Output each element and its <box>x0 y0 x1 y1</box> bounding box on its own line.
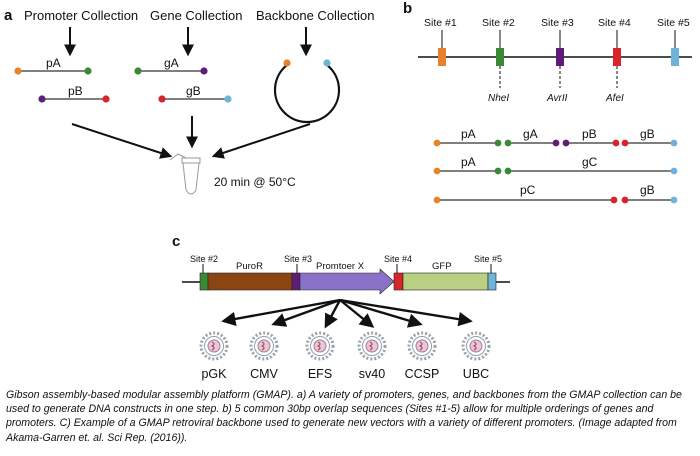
part-pa-label: pA <box>46 56 61 70</box>
assembly-part-label: pA <box>461 127 476 141</box>
figure-caption: Gibson assembly-based modular assembly p… <box>6 389 682 444</box>
site-4-box <box>393 272 404 291</box>
site-5-box <box>671 48 679 66</box>
panel-c: c Site #2 Site #3 Site #4 Site #5 PuroR … <box>172 233 510 381</box>
site-1-box <box>438 48 446 66</box>
site-3-label: Site #3 <box>541 17 574 29</box>
promoter-ccsp-label: CCSP <box>405 367 440 381</box>
virus-icon <box>407 331 437 361</box>
enzyme-afei-label: AfeI <box>605 93 624 104</box>
promoter-efs-label: EFS <box>308 367 332 381</box>
pcr-tube-icon <box>169 153 201 195</box>
fan-out-arrows <box>221 298 473 329</box>
site-5-label: Site #5 <box>657 17 690 29</box>
panel-b: b Site #1 Site #2 Site #3 Site #4 Site #… <box>403 0 692 204</box>
site-3-dot <box>200 67 208 75</box>
site-5-dot <box>224 95 232 103</box>
virus-icon <box>461 331 491 361</box>
promoter-sv40-label: sv40 <box>359 367 385 381</box>
virus-icon <box>357 331 387 361</box>
assembly-row: pA gA pB gB <box>433 127 678 147</box>
enzyme-avrii-label: AvrII <box>546 93 568 104</box>
site-4-dot <box>158 95 166 103</box>
backbone-collection-label: Backbone Collection <box>256 8 375 23</box>
part-gb-label: gB <box>186 84 201 98</box>
puror-segment <box>207 272 293 291</box>
site-3-box <box>556 48 564 66</box>
gfp-label: GFP <box>432 261 452 272</box>
puror-label: PuroR <box>236 261 263 272</box>
arrow-icon <box>211 123 311 159</box>
assembly-part-label: gB <box>640 183 655 197</box>
site-2-label: Site #2 <box>482 17 515 29</box>
promoter-cmv-label: CMV <box>250 367 278 381</box>
virus-icon <box>199 331 229 361</box>
assembly-part-label: pC <box>520 183 536 197</box>
assembly-part-label: pA <box>461 155 476 169</box>
assembly-part-label: gB <box>640 127 655 141</box>
site-1-dot <box>283 59 291 67</box>
site-4-label: Site #4 <box>384 254 412 264</box>
site-3-label: Site #3 <box>284 254 312 264</box>
gene-collection-label: Gene Collection <box>150 8 243 23</box>
site-2-label: Site #2 <box>190 254 218 264</box>
promoter-x-label: Promtoer X <box>316 261 365 272</box>
backbone-plasmid-icon <box>273 64 341 124</box>
site-5-box <box>487 272 497 291</box>
part-pb-label: pB <box>68 84 83 98</box>
site-5-dot <box>323 59 331 67</box>
promoter-pgk-label: pGK <box>201 367 227 381</box>
assembly-part-label: pB <box>582 127 597 141</box>
virus-icon <box>249 331 279 361</box>
site-1-label: Site #1 <box>424 17 457 29</box>
panel-a-letter: a <box>4 7 13 24</box>
site-5-label: Site #5 <box>474 254 502 264</box>
site-4-label: Site #4 <box>598 17 631 29</box>
site-2-box <box>496 48 504 66</box>
site-4-dot <box>102 95 110 103</box>
site-3-dot <box>38 95 46 103</box>
assembly-row: pA gC <box>433 155 678 175</box>
reaction-condition-label: 20 min @ 50°C <box>214 175 296 189</box>
virus-icon <box>305 331 335 361</box>
panel-b-letter: b <box>403 0 412 17</box>
promoter-ubc-label: UBC <box>463 367 489 381</box>
site-2-dot <box>84 67 92 75</box>
site-3-box <box>291 272 301 291</box>
arrow-icon <box>71 123 173 159</box>
site-4-box <box>613 48 621 66</box>
gfp-segment <box>402 272 489 291</box>
site-2-dot <box>134 67 142 75</box>
assembly-part-label: gA <box>523 127 538 141</box>
site-2-box <box>199 272 209 291</box>
panel-a: a Promoter Collection Gene Collection Ba… <box>4 7 375 195</box>
site-1-dot <box>14 67 22 75</box>
assembly-row: pC gB <box>433 183 678 204</box>
enzyme-nhei-label: NheI <box>488 93 509 104</box>
promoter-collection-label: Promoter Collection <box>24 8 138 23</box>
part-ga-label: gA <box>164 56 179 70</box>
promoter-arrow <box>299 268 395 295</box>
assembly-part-label: gC <box>582 155 598 169</box>
panel-c-letter: c <box>172 233 180 250</box>
